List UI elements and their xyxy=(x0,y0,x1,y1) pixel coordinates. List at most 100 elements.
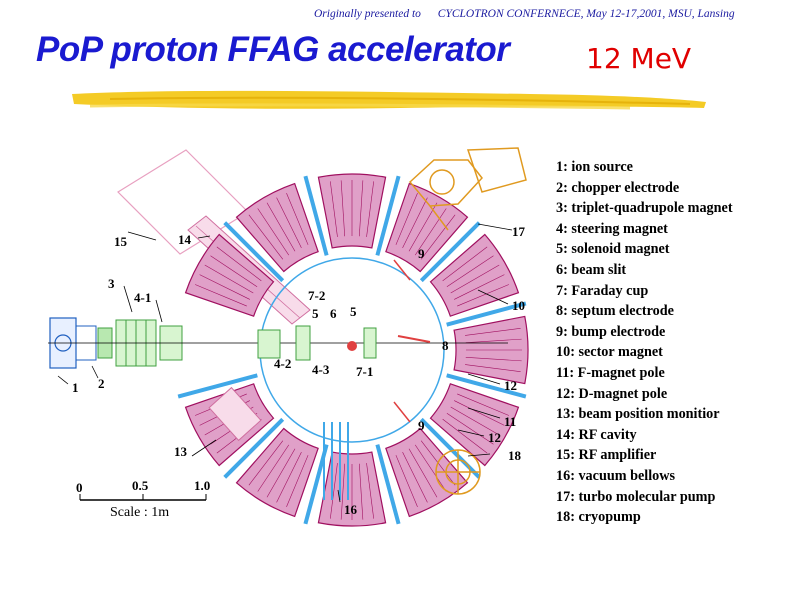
callout-4-1: 4-1 xyxy=(134,290,151,305)
accelerator-diagram: 1 2 3 4-1 4-2 4-3 5 6 5 7-2 7-1 8 9 9 10… xyxy=(48,147,529,527)
scale-tick-1-0: 1.0 xyxy=(194,478,210,493)
magnet-pole-line xyxy=(414,444,447,492)
callout-12a: 12 xyxy=(504,378,517,393)
callout-11: 11 xyxy=(504,414,516,429)
callout-7-1: 7-1 xyxy=(356,364,373,379)
legend-item: 8: septum electrode xyxy=(556,303,674,320)
legend-item: 17: turbo molecular pump xyxy=(556,488,716,505)
magnet-pole-line xyxy=(330,181,338,237)
magnet-pole-line xyxy=(408,448,438,498)
magnet-pole-line xyxy=(402,197,428,248)
vacuum-bellows xyxy=(323,422,349,500)
legend-item: 3: triplet-quadrupole magnet xyxy=(556,200,733,217)
magnet-pole-line xyxy=(210,255,258,288)
magnet-pole-line xyxy=(465,356,522,362)
sector-magnet xyxy=(385,182,469,273)
presentation-note: Originally presented to CYCLOTRON CONFER… xyxy=(314,8,735,20)
beam-duct xyxy=(419,221,481,283)
sector-magnet xyxy=(429,233,520,317)
sector-magnet-ring xyxy=(177,173,529,527)
magnet-pole-line xyxy=(420,214,456,260)
magnet-pole-line xyxy=(248,214,284,260)
magnet-pole-line xyxy=(446,412,494,445)
beam-duct xyxy=(303,175,329,256)
magnet-pole-line xyxy=(442,246,488,282)
callout-12b: 12 xyxy=(488,430,501,445)
beam-position-monitor xyxy=(208,386,262,442)
magnet-pole-line xyxy=(450,264,500,294)
magnet-pole-line xyxy=(257,444,290,492)
energy-label: 12 MeV xyxy=(586,42,692,75)
bump-electrode-2 xyxy=(393,401,411,423)
magnet-pole-line xyxy=(457,284,509,307)
magnet-pole-line xyxy=(402,452,428,503)
sector-magnet xyxy=(385,427,469,518)
legend-item: 9: bump electrode xyxy=(556,323,666,340)
magnet-pole-line xyxy=(465,328,521,336)
magnet-pole-line xyxy=(266,202,296,252)
beam-duct xyxy=(375,175,401,256)
solenoid-magnet-2 xyxy=(363,327,377,359)
legend-item: 2: chopper electrode xyxy=(556,179,680,196)
presentation-note-label: Originally presented to xyxy=(314,8,421,20)
magnet-pole-line xyxy=(446,255,494,288)
magnet-pole-line xyxy=(457,393,509,416)
magnet-pole-line xyxy=(465,364,521,372)
highlight-brush-stroke xyxy=(72,90,706,110)
callout-5b: 5 xyxy=(350,304,357,319)
page-title: PoP proton FFAG accelerator xyxy=(36,30,510,69)
callout-2: 2 xyxy=(98,376,105,391)
magnet-pole-line xyxy=(195,284,247,307)
magnet-pole-line xyxy=(199,274,250,300)
magnet-pole-line xyxy=(266,448,296,498)
legend-list: 1: ion source 2: chopper electrode 3: trip… xyxy=(556,157,733,528)
conference-venue: CYCLOTRON CONFERNECE, May 12-17,2001, MS… xyxy=(437,8,735,20)
magnet-pole-line xyxy=(454,400,505,426)
legend-item: 4: steering magnet xyxy=(556,220,668,237)
legend-item: 7: Faraday cup xyxy=(556,282,649,299)
callout-15: 15 xyxy=(114,234,128,249)
magnet-pole-line xyxy=(330,463,338,519)
magnet-pole-line xyxy=(465,338,522,344)
callout-13: 13 xyxy=(174,444,188,459)
legend-item: 13: beam position monitior xyxy=(556,406,720,423)
callout-6: 6 xyxy=(330,306,337,321)
magnet-pole-line xyxy=(450,406,500,436)
legend-item: 15: RF amplifier xyxy=(556,447,657,464)
beam-duct xyxy=(375,444,401,525)
scale-caption: Scale : 1m xyxy=(110,505,169,520)
beam-duct xyxy=(177,373,258,399)
solenoid-magnet xyxy=(295,325,311,361)
callout-14: 14 xyxy=(178,232,192,247)
beam-duct xyxy=(446,301,527,327)
sector-magnet xyxy=(429,383,520,467)
sector-magnet xyxy=(235,427,319,518)
magnet-pole-line xyxy=(340,463,346,520)
cryopump xyxy=(435,449,481,495)
faraday-cup xyxy=(347,341,357,351)
callout-1: 1 xyxy=(72,380,79,395)
septum-electrode xyxy=(397,335,431,343)
magnet-pole-line xyxy=(286,455,309,507)
scale-bar: 0 0.5 1.0 Scale : 1m xyxy=(76,478,210,520)
steering-magnet-4-2 xyxy=(257,329,281,359)
magnet-pole-line xyxy=(257,208,290,256)
legend-item: 5: solenoid magnet xyxy=(556,241,670,258)
turbo-molecular-pump xyxy=(408,147,527,231)
callout-4-3: 4-3 xyxy=(312,362,330,377)
magnet-pole-line xyxy=(454,274,505,300)
legend-item: 10: sector magnet xyxy=(556,344,663,361)
injection-line xyxy=(48,259,508,423)
magnet-pole-line xyxy=(408,202,438,252)
magnet-pole-line xyxy=(276,452,302,503)
bump-electrode xyxy=(393,259,411,281)
legend-item: 1: ion source xyxy=(556,159,633,175)
callout-18: 18 xyxy=(508,448,522,463)
beam-duct xyxy=(446,373,527,399)
magnet-pole-line xyxy=(276,197,302,248)
sector-magnet xyxy=(235,182,319,273)
legend-item: 14: RF cavity xyxy=(556,426,637,443)
magnet-pole-line xyxy=(358,463,364,520)
callout-9a: 9 xyxy=(418,246,425,261)
callout-7-2: 7-2 xyxy=(308,288,325,303)
